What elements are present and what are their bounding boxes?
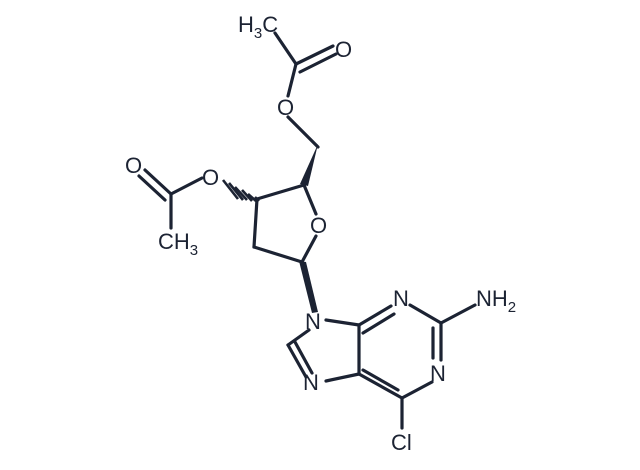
bond-carbonyl-o-left-2 [137, 174, 167, 202]
bond-c6-c5-2 [361, 368, 400, 392]
atom-n3: N [393, 286, 409, 311]
bond-carbonyl-o-top-2 [298, 52, 338, 74]
bond-n1-c6 [400, 380, 434, 400]
bond-c1-oring [300, 234, 318, 264]
bond-c4-n3-2 [361, 312, 396, 335]
bond-oring-c4 [302, 183, 318, 216]
atom-n9: N [305, 309, 321, 334]
bond-ch3-carbonyl-top [273, 31, 298, 66]
hashed-bond-c3-o [221, 179, 260, 202]
bond-oester-ch2 [286, 115, 320, 149]
atom-o-ring: O [310, 213, 327, 238]
atom-o-ester-left: O [202, 165, 219, 190]
bonds [137, 31, 477, 430]
bond-carbonyl-o-left-1 [143, 168, 173, 196]
atom-cl: Cl [391, 430, 412, 455]
atom-o-carbonyl-left: O [125, 153, 142, 178]
bond-c2-nh2 [439, 303, 477, 325]
atom-labels: H3C O O O O O CH3 N N NH2 N N Cl [125, 12, 516, 455]
bond-c4-n3-1 [357, 304, 393, 327]
bond-c2-c1 [252, 245, 304, 264]
atom-o-ester-top: O [277, 95, 294, 120]
bond-carbonyl-oester-top [286, 62, 298, 98]
bond-c8-n7-1 [286, 343, 308, 379]
atom-n1: N [430, 361, 446, 386]
bond-c8-n7-2 [293, 340, 314, 375]
bond-c3-c2 [252, 197, 259, 249]
bond-c4-c3 [255, 183, 306, 201]
bond-n9-c8 [286, 328, 311, 347]
bond-carbonyl-o-top-1 [294, 44, 335, 66]
atom-ch3-top: H3C [238, 12, 278, 42]
bond-oester-carbonyl-left [169, 176, 204, 196]
atom-ch3-left: CH3 [158, 229, 198, 259]
bond-n3-c2 [408, 303, 443, 325]
bond-n9-c4 [324, 318, 361, 327]
wedge-bond-c1-n9 [299, 261, 318, 313]
atom-n7: N [303, 370, 319, 395]
bond-c6-c5-1 [357, 372, 404, 400]
atom-nh2: NH2 [476, 286, 516, 316]
bond-n7-c5 [324, 372, 361, 383]
atom-o-carbonyl-top: O [335, 37, 352, 62]
wedge-bond-c4-ch2 [300, 144, 318, 186]
